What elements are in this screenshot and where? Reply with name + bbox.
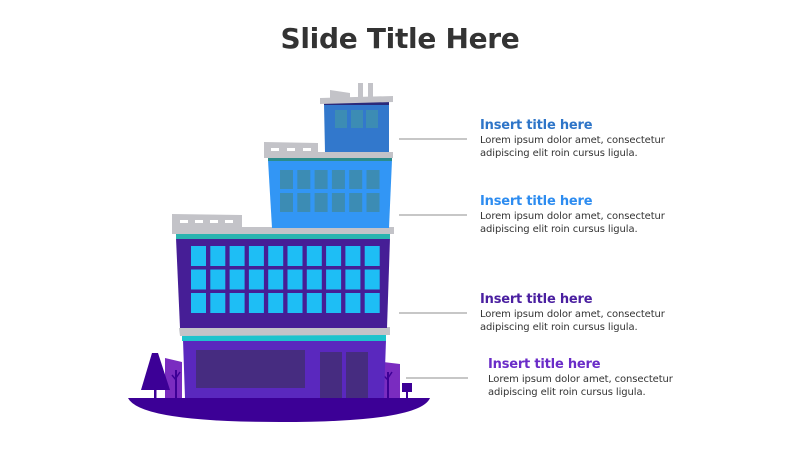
item-title: Insert title here bbox=[480, 194, 593, 209]
ledge-1 bbox=[179, 327, 390, 336]
door-right bbox=[346, 352, 368, 398]
item-body: Lorem ipsum dolor amet, consectetur adip… bbox=[480, 135, 665, 159]
info-item-3: Insert title here Lorem ipsum dolor amet… bbox=[480, 292, 680, 334]
window-grid-floor-2 bbox=[191, 246, 380, 313]
chimney-1 bbox=[358, 83, 363, 98]
teal-trim-3 bbox=[268, 157, 392, 161]
navy-trim-4 bbox=[324, 102, 389, 105]
tree-left-icon bbox=[141, 353, 170, 398]
window-grid-floor-3 bbox=[280, 170, 380, 212]
roof-vents-3 bbox=[271, 148, 311, 151]
chimney-2 bbox=[368, 83, 373, 98]
connector-line-1 bbox=[399, 138, 467, 140]
ground-shape bbox=[128, 398, 430, 422]
mailbox-icon bbox=[402, 383, 412, 398]
item-body: Lorem ipsum dolor amet, consectetur adip… bbox=[480, 211, 665, 235]
connector-line-3 bbox=[399, 312, 467, 314]
tree-small-left-icon bbox=[171, 370, 181, 398]
item-title: Insert title here bbox=[480, 292, 593, 307]
item-title: Insert title here bbox=[488, 357, 601, 372]
shop-window bbox=[196, 350, 305, 388]
background-block-right bbox=[383, 362, 400, 398]
item-title: Insert title here bbox=[480, 118, 593, 133]
item-body: Lorem ipsum dolor amet, consectetur adip… bbox=[480, 309, 665, 333]
connector-line-4 bbox=[406, 377, 468, 379]
connector-line-2 bbox=[399, 214, 467, 216]
door-left bbox=[320, 352, 342, 398]
teal-trim-1 bbox=[182, 334, 386, 341]
info-item-4: Insert title here Lorem ipsum dolor amet… bbox=[488, 357, 688, 399]
teal-trim-2 bbox=[176, 233, 390, 239]
ledge-2 bbox=[172, 214, 394, 234]
item-body: Lorem ipsum dolor amet, consectetur adip… bbox=[488, 374, 673, 398]
slide-title: Slide Title Here bbox=[280, 22, 520, 55]
window-grid-floor-4 bbox=[335, 110, 378, 128]
roof-vents-2 bbox=[180, 220, 233, 223]
info-item-1: Insert title here Lorem ipsum dolor amet… bbox=[480, 118, 680, 160]
roof-structure bbox=[330, 90, 350, 98]
info-item-2: Insert title here Lorem ipsum dolor amet… bbox=[480, 194, 680, 236]
ledge-3 bbox=[264, 142, 393, 158]
